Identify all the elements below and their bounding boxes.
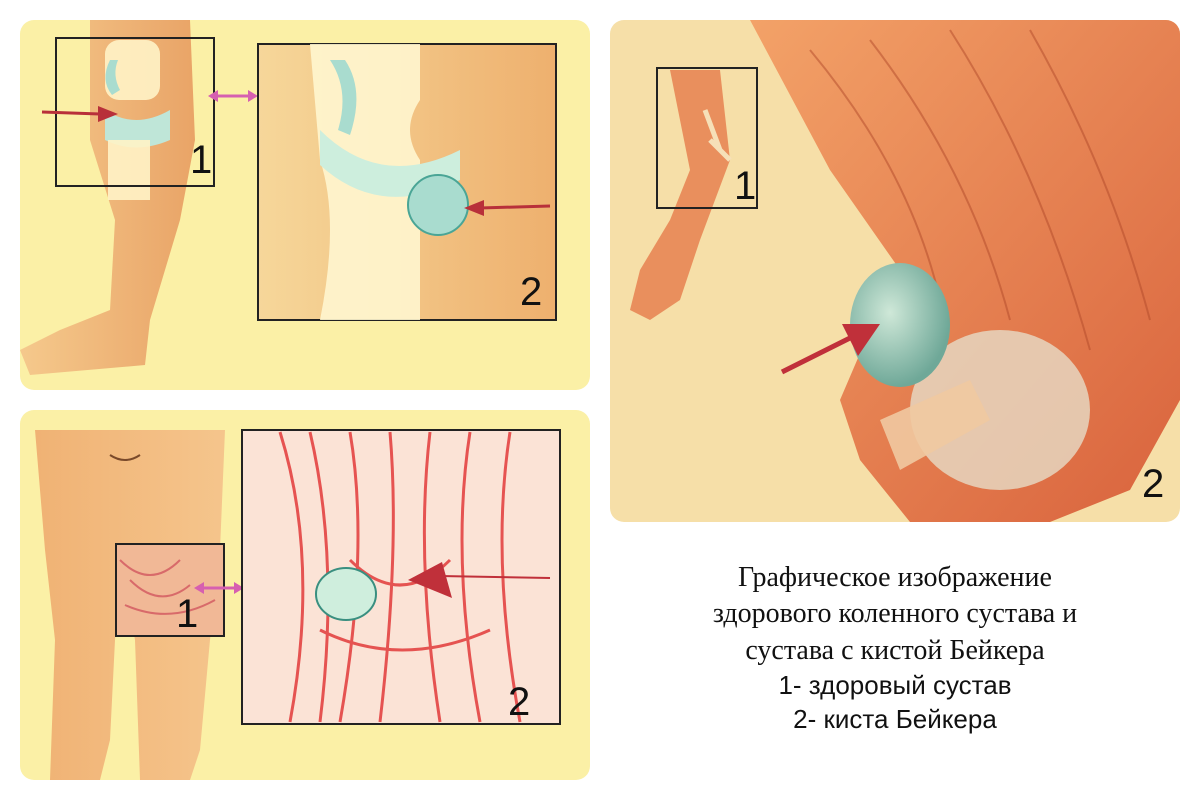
arrow-right-icon [780, 335, 852, 375]
side-view-illustration [20, 20, 557, 375]
leg-shape [20, 20, 195, 375]
arrow-left-icon [479, 204, 551, 210]
panel-side-view: 1 2 [20, 20, 590, 390]
panel-closeup-view: 1 2 [610, 20, 1180, 522]
arrow-left-icon [439, 575, 551, 579]
closeup-illustration [630, 20, 1180, 522]
label-two: 2 [508, 680, 531, 724]
caption-line-3: сустава с кистой Бейкера [745, 634, 1045, 666]
label-two: 2 [520, 270, 543, 314]
label-one: 1 [190, 138, 213, 182]
caption-line-2: здорового коленного сустава и [712, 598, 1078, 630]
panel-back-view: 1 2 [20, 410, 590, 780]
cyst-icon [850, 263, 950, 387]
caption-legend-2: 2- киста Бейкера [793, 703, 997, 734]
label-two: 2 [1142, 462, 1165, 506]
caption-line-1: Графическое изображение [738, 562, 1052, 593]
double-arrow-icon [194, 582, 244, 594]
cyst-icon [315, 567, 377, 621]
back-view-illustration [35, 429, 561, 780]
zoom-frame-1 [115, 543, 225, 637]
cyst-icon [407, 174, 469, 236]
zoom-frame-1 [656, 67, 758, 209]
arrow-right-icon [41, 110, 101, 116]
label-one: 1 [176, 592, 199, 636]
caption: Графическое изображение здорового коленн… [610, 560, 1180, 737]
caption-legend-1: 1- здоровый сустав [778, 670, 1012, 701]
label-one: 1 [734, 164, 757, 208]
double-arrow-icon [208, 90, 258, 102]
